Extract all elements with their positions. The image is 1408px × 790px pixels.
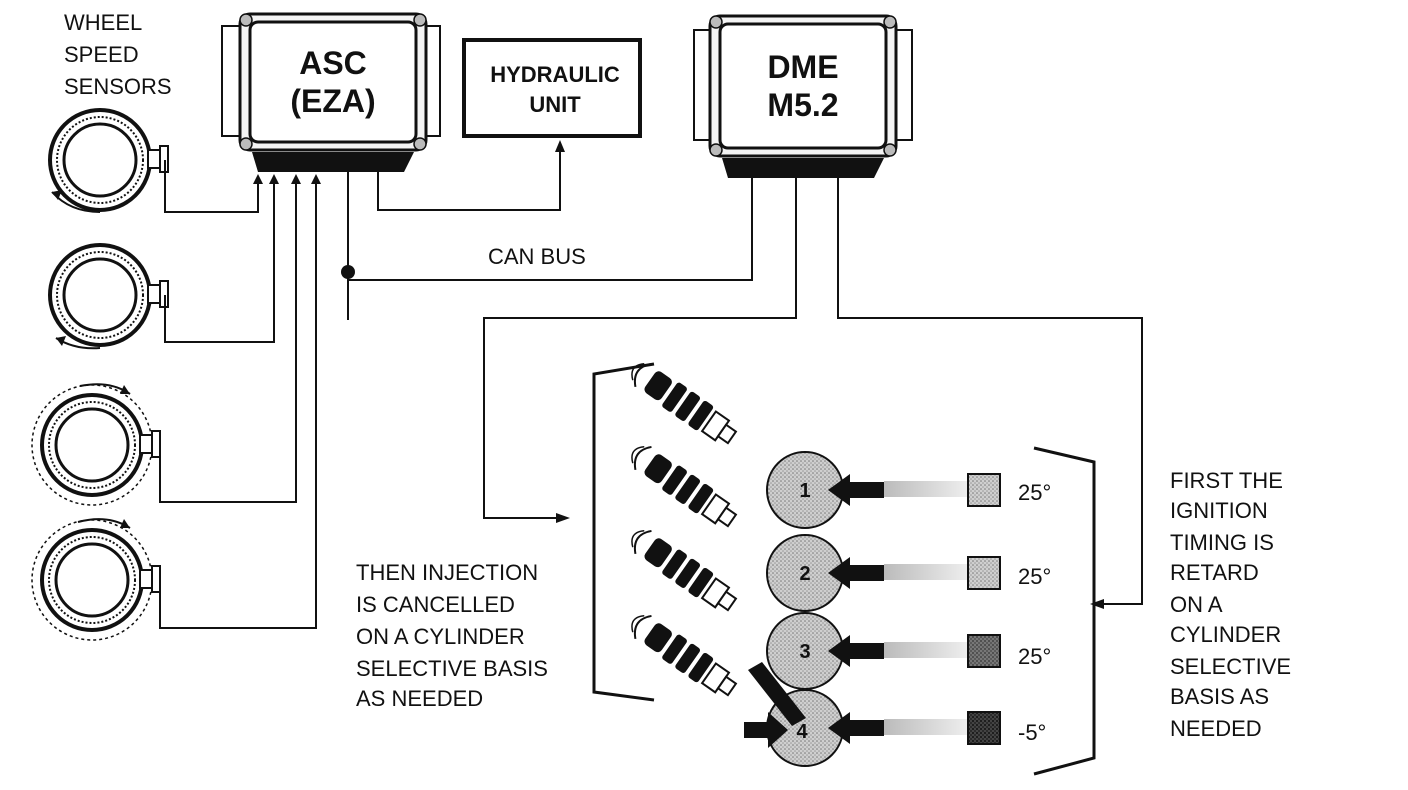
dme-title: DME <box>767 49 838 85</box>
cylinder-number: 2 <box>799 563 810 585</box>
dme-control-module: DME M5.2 <box>693 14 913 178</box>
sensor-wiring <box>159 160 317 629</box>
wheel-speed-sensor-3 <box>31 383 161 506</box>
can-bus-line <box>347 172 753 320</box>
cylinder-3: 3 25° <box>766 612 1051 690</box>
ignition-timing: -5° <box>1018 720 1046 745</box>
ignition-retard-note: FIRST THE IGNITION TIMING IS RETARD ON A… <box>1170 468 1291 741</box>
injection-note-line3: ON A CYLINDER <box>356 624 525 649</box>
ignition-note-line6: CYLINDER <box>1170 622 1281 647</box>
hydraulic-subtitle: UNIT <box>529 92 581 117</box>
cylinder-number: 3 <box>799 641 810 663</box>
ignition-note-line2: IGNITION <box>1170 498 1268 523</box>
ignition-note-line7: SELECTIVE <box>1170 654 1291 679</box>
hydraulic-unit: HYDRAULIC UNIT <box>462 38 642 138</box>
fuel-injector-3 <box>631 529 738 612</box>
wheel-label-line3: SENSORS <box>64 74 172 99</box>
injection-cancel-note: THEN INJECTION IS CANCELLED ON A CYLINDE… <box>356 560 548 711</box>
injection-cut-arrows <box>744 662 806 748</box>
dme-subtitle: M5.2 <box>767 87 838 123</box>
wheel-speed-sensor-2 <box>48 243 169 350</box>
cylinder-4: 4 -5° <box>766 689 1046 767</box>
can-bus-junction <box>341 265 355 279</box>
injection-note-line2: IS CANCELLED <box>356 592 515 617</box>
cylinder-2: 2 25° <box>766 534 1051 612</box>
cylinder-1: 1 25° <box>766 451 1051 529</box>
wheel-label-line1: WHEEL <box>64 10 142 35</box>
injection-note-line1: THEN INJECTION <box>356 560 538 585</box>
hydraulic-title: HYDRAULIC <box>490 62 620 87</box>
injector-bracket <box>592 362 655 702</box>
ignition-timing: 25° <box>1018 480 1051 505</box>
asc-to-hydraulic-wire <box>377 140 565 211</box>
injection-note-line5: AS NEEDED <box>356 686 483 711</box>
can-bus-label: CAN BUS <box>488 244 586 269</box>
dme-to-ignition-wire <box>837 178 1143 609</box>
fuel-injector-1 <box>631 362 738 445</box>
wheel-speed-sensor-1 <box>48 108 169 213</box>
wheel-speed-sensor-4 <box>31 518 161 641</box>
dme-to-injectors-wire <box>483 178 797 523</box>
asc-title: ASC <box>299 45 367 81</box>
ignition-timing: 25° <box>1018 564 1051 589</box>
ignition-note-line8: BASIS AS <box>1170 684 1269 709</box>
ignition-bracket <box>1033 446 1096 776</box>
asc-control-module: ASC (EZA) <box>221 12 441 172</box>
fuel-injector-2 <box>631 445 738 528</box>
cylinder-number: 4 <box>796 721 808 743</box>
injection-note-line4: SELECTIVE BASIS <box>356 656 548 681</box>
ignition-note-line3: TIMING IS <box>1170 530 1274 555</box>
ignition-timing: 25° <box>1018 644 1051 669</box>
sensor-input-arrows <box>253 174 321 184</box>
fuel-injector-4 <box>631 614 738 697</box>
cylinder-number: 1 <box>799 480 810 502</box>
ignition-note-line1: FIRST THE <box>1170 468 1283 493</box>
wheel-label-line2: SPEED <box>64 42 139 67</box>
ignition-note-line9: NEEDED <box>1170 716 1262 741</box>
ignition-note-line4: RETARD <box>1170 560 1259 585</box>
wheel-speed-sensors-label: WHEEL SPEED SENSORS <box>64 10 172 99</box>
asc-subtitle: (EZA) <box>290 83 375 119</box>
ignition-note-line5: ON A <box>1170 592 1223 617</box>
